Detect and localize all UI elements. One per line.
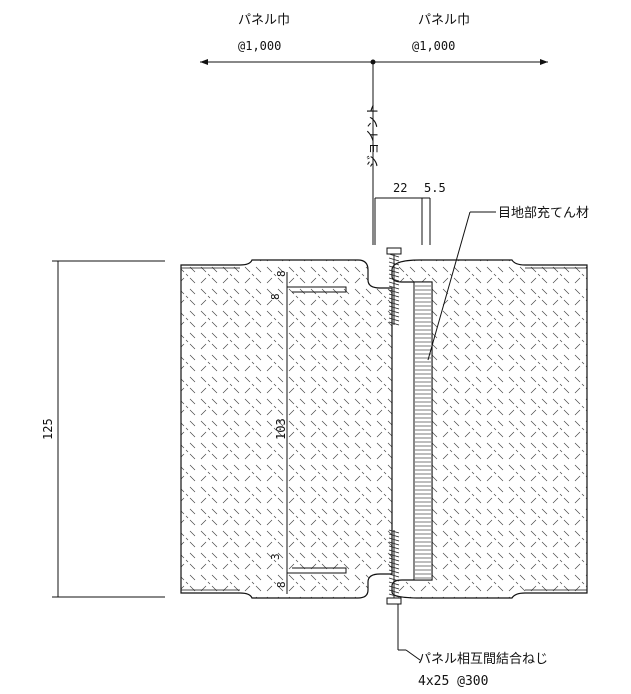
screw-top-thread-tooth [388, 289, 400, 294]
thickness-125-label: 125 [41, 418, 55, 440]
joint-label: ジョイント [366, 103, 381, 168]
screw-top-thread-tooth [388, 301, 400, 306]
thickness-dimension: 125 [41, 260, 165, 598]
dim-bottom-8: 8 [275, 581, 288, 588]
top-dimension: パネル巾 @1,000 パネル巾 @1,000 [200, 13, 548, 65]
left-panel: 8 8 103 3 8 [180, 259, 393, 599]
screw-spec-label: 4x25 @300 [418, 674, 488, 689]
dim-upper-8: 8 [269, 293, 282, 300]
screw-callout: パネル相互間結合ねじ 4x25 @300 [397, 604, 548, 689]
screw-bottom-thread-tooth [388, 541, 400, 546]
screw-top-thread-tooth [388, 297, 400, 302]
screw-bottom-thread [388, 529, 400, 598]
joint-filler-hatch [415, 285, 431, 579]
screw-bottom-thread-tooth [388, 577, 400, 582]
screw-bottom-thread-tooth [388, 585, 400, 590]
screw-top-thread-tooth [388, 285, 400, 290]
screw-label: パネル相互間結合ねじ [418, 652, 548, 667]
screw-bottom-thread-tooth [388, 561, 400, 566]
screw-top-thread-tooth [388, 261, 400, 266]
left-panel-channel-top [287, 286, 347, 293]
screw-bottom-head [386, 597, 402, 605]
joint-filler [413, 281, 433, 581]
screw-top-thread-tooth [388, 321, 400, 326]
screw-top-thread-tooth [388, 293, 400, 298]
screw-leader-diagonal [405, 649, 421, 661]
screw-bottom-thread-tooth [388, 549, 400, 554]
dim-lower-3: 3 [269, 553, 282, 560]
screw-top-thread-tooth [388, 257, 400, 262]
filler-label: 目地部充てん材 [498, 205, 589, 221]
gap-dimensions: 22 5.5 [374, 181, 446, 245]
filler-callout: 目地部充てん材 [427, 205, 589, 361]
screw-bottom-thread-tooth [388, 565, 400, 570]
screw-bottom-thread-tooth [388, 533, 400, 538]
screw-top-head [386, 247, 402, 255]
joint-filler-strip [413, 281, 433, 581]
gap-55-label: 5.5 [424, 181, 446, 195]
screw-top-thread-tooth [388, 313, 400, 318]
screw-top-thread-tooth [388, 265, 400, 270]
screw-top-thread-tooth [388, 305, 400, 310]
screw-top-thread-tooth [388, 269, 400, 274]
left-panel-channel-bottom [287, 567, 347, 574]
left-panel-width-value: @1,000 [238, 39, 281, 53]
right-panel-width-value: @1,000 [412, 39, 455, 53]
screw-top-thread [388, 253, 400, 326]
screw-bottom-thread-tooth [388, 545, 400, 550]
screw-bottom-thread-tooth [388, 553, 400, 558]
screw-bottom-thread-tooth [388, 573, 400, 578]
screw-bottom-thread-tooth [388, 589, 400, 594]
left-panel-width-label: パネル巾 [238, 13, 290, 28]
screw-bottom-thread-tooth [388, 537, 400, 542]
screw-top [386, 247, 402, 326]
filler-leader [427, 211, 471, 361]
screw-bottom-thread-tooth [388, 581, 400, 586]
screw-top-thread-tooth [388, 277, 400, 282]
screw-bottom-thread-tooth [388, 569, 400, 574]
screw-bottom [386, 529, 402, 605]
dim-top-8: 8 [275, 270, 288, 277]
screw-top-thread-tooth [388, 253, 400, 258]
gap-22-label: 22 [393, 181, 407, 195]
screw-top-thread-tooth [388, 281, 400, 286]
screw-bottom-thread-tooth [388, 529, 400, 534]
screw-bottom-thread-tooth [388, 593, 400, 598]
right-panel-width-label: パネル巾 [418, 13, 470, 28]
screw-top-thread-tooth [388, 317, 400, 322]
dim-103: 103 [274, 418, 288, 440]
screw-top-thread-tooth [388, 309, 400, 314]
screw-bottom-thread-tooth [388, 557, 400, 562]
screw-top-thread-tooth [388, 273, 400, 278]
joint-marker: ジョイント [366, 62, 381, 245]
